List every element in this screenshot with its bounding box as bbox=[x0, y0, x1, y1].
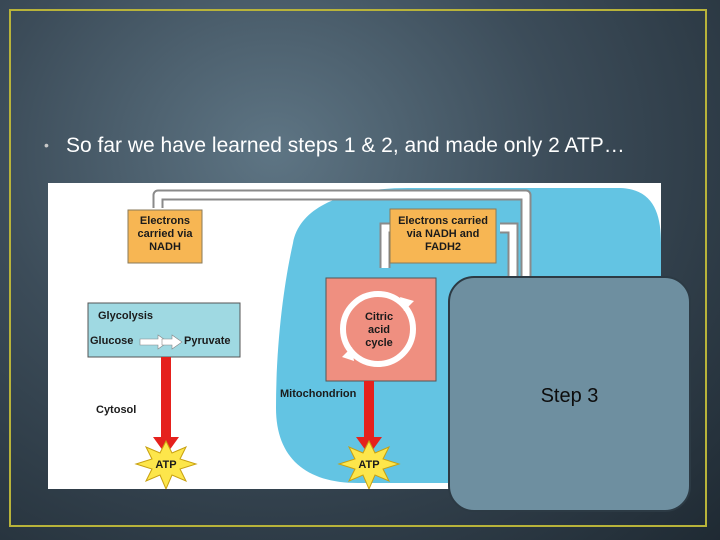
cytosol-label: Cytosol bbox=[96, 404, 137, 416]
atp-label-2: ATP bbox=[358, 459, 380, 471]
atp-label-1: ATP bbox=[155, 459, 177, 471]
electrons-fadh2-box bbox=[389, 208, 497, 264]
citric-cycle-circle bbox=[340, 291, 416, 367]
bullet-icon: • bbox=[44, 137, 49, 153]
red-arrow-shaft-2 bbox=[364, 381, 374, 439]
red-arrow-shaft-1 bbox=[161, 357, 171, 439]
atp-burst-2 bbox=[337, 439, 401, 489]
bullet-text: So far we have learned steps 1 & 2, and … bbox=[66, 134, 625, 157]
electron-pipe3-inner bbox=[500, 224, 517, 278]
citric-acid-cycle-label: Citric acid cycle bbox=[364, 311, 394, 349]
glucose-label: Glucose bbox=[90, 335, 134, 347]
glycolysis-box bbox=[87, 302, 241, 358]
glycolysis-label: Glycolysis bbox=[98, 310, 154, 322]
electrons-fadh2-label: Electrons carried via NADH and FADH2 bbox=[398, 215, 488, 253]
slide-frame bbox=[9, 9, 707, 527]
glucose-arrow-1 bbox=[139, 334, 169, 350]
atp-burst-1 bbox=[134, 439, 198, 489]
glucose-arrow-2 bbox=[161, 334, 183, 350]
mitochondrion-label: Mitochondrion bbox=[280, 388, 357, 400]
electron-pipe-inner bbox=[154, 191, 530, 278]
pyruvate-label: Pyruvate bbox=[184, 335, 231, 347]
step-3-label: Step 3 bbox=[540, 385, 599, 407]
bullet-point: • So far we have learned steps 1 & 2, an… bbox=[44, 131, 644, 160]
step-3-box: Step 3 bbox=[448, 276, 691, 512]
electrons-nadh-box bbox=[127, 209, 203, 264]
electrons-nadh-label: Electrons carried via NADH bbox=[137, 215, 193, 253]
cycle-arrowhead-top bbox=[400, 297, 414, 311]
cycle-arrowhead-bottom bbox=[342, 347, 354, 361]
